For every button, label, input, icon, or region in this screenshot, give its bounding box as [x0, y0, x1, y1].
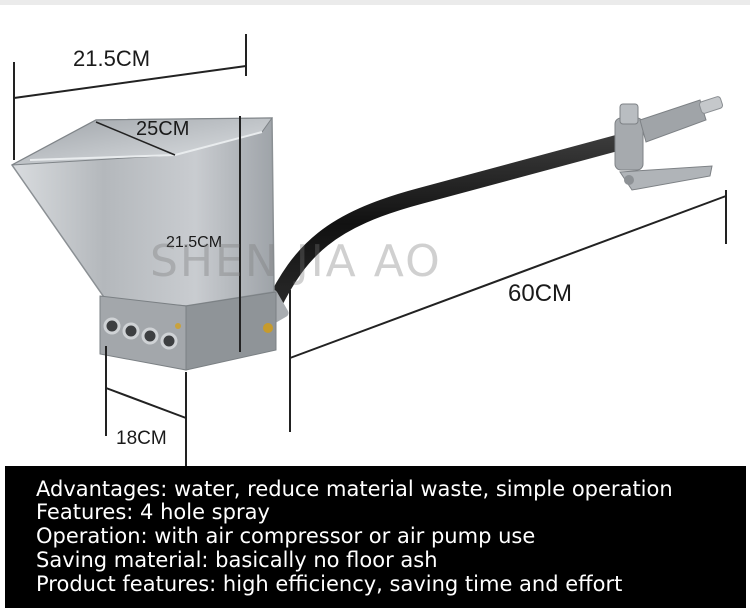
hose [264, 132, 636, 316]
length-label: 60CM [508, 280, 573, 307]
feature-line-advantages: Advantages: water, reduce material waste… [36, 477, 673, 501]
feature-line-saving: Saving material: basically no floor ash [36, 548, 438, 572]
top-band [0, 0, 750, 5]
nozzle [141, 327, 159, 345]
nozzle [103, 317, 121, 335]
nozzle [122, 322, 140, 340]
feature-line-product: Product features: high efficiency, savin… [36, 572, 623, 596]
nozzle [160, 332, 178, 350]
measure-depth [95, 121, 176, 156]
base-width-label: 18CM [116, 428, 167, 449]
feature-line-operation: Operation: with air compressor or air pu… [36, 524, 536, 548]
depth-label: 25CM [136, 118, 190, 140]
measure-length [289, 190, 727, 432]
feature-line-features: Features: 4 hole spray [36, 500, 270, 524]
feature-panel: Advantages: water, reduce material waste… [5, 466, 746, 608]
spray-hopper-photo [10, 34, 727, 466]
hopper [10, 117, 277, 371]
height-label: 21.5CM [166, 234, 223, 251]
measure-base [105, 346, 187, 466]
watermark: SHEN JIA AO [150, 236, 442, 287]
top-width-label: 21.5CM [73, 46, 151, 71]
air-valve [614, 96, 724, 191]
measure-top-width [13, 34, 247, 160]
